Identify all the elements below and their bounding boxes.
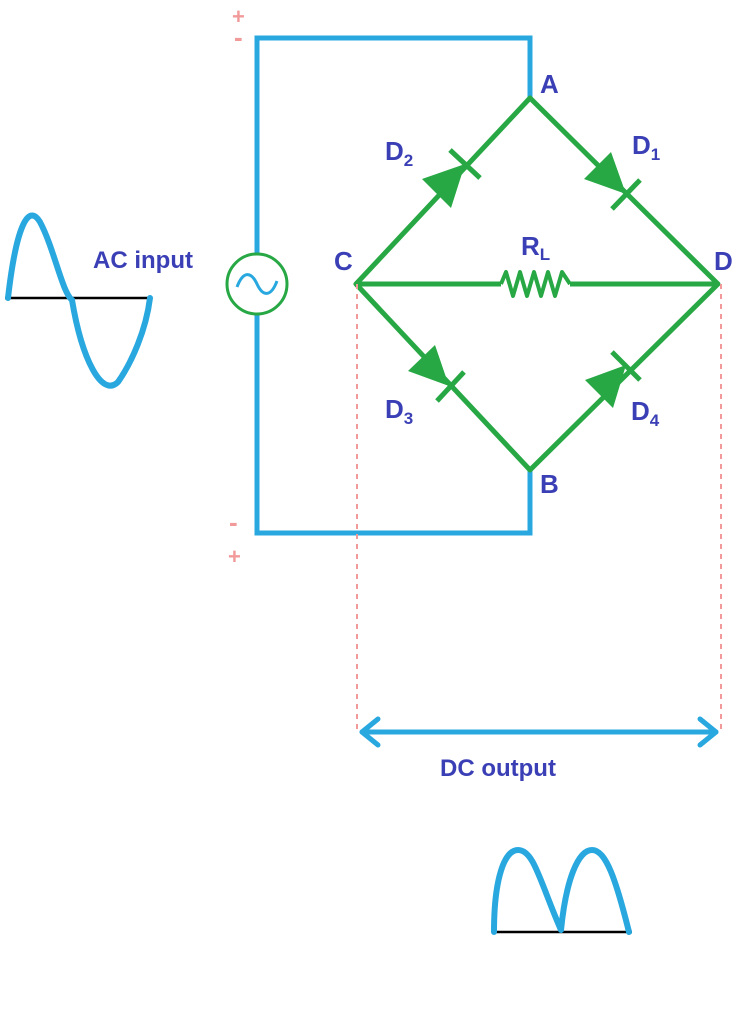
- diode-d4: [585, 350, 642, 408]
- d2-label: D2: [385, 136, 413, 170]
- bottom-wire: [254, 311, 533, 536]
- rl-label: RL: [521, 231, 550, 264]
- node-c-label: C: [334, 246, 353, 276]
- ac-source-icon: [225, 252, 289, 316]
- diode-d1-bar: [610, 178, 642, 211]
- bottom-minus-sign: -: [229, 507, 238, 537]
- source-wiring: [254, 35, 533, 536]
- d4-label: D4: [631, 396, 660, 430]
- bridge-outline: [353, 95, 721, 473]
- dc-output-arrow-left-head: [359, 716, 381, 748]
- top-minus-sign: -: [234, 22, 243, 52]
- output-rectified-wave: [491, 847, 632, 935]
- load-resistor-icon: [499, 270, 572, 298]
- diode-d3-bar: [435, 370, 466, 403]
- bottom-plus-sign: +: [228, 544, 241, 569]
- d3-label: D3: [385, 394, 413, 428]
- top-wire: [254, 35, 533, 255]
- diode-d2: [422, 148, 482, 208]
- diode-d2-arrow-icon: [422, 164, 465, 208]
- node-b-label: B: [540, 469, 559, 499]
- diode-d1: [584, 152, 642, 211]
- diode-d4-bar: [610, 350, 642, 382]
- dc-output-arrow-right-head: [697, 716, 719, 748]
- sine-wave-icon: [5, 212, 153, 389]
- diode-d3-arrow-icon: [408, 345, 449, 386]
- top-plus-sign: +: [232, 4, 245, 29]
- node-a-label: A: [540, 69, 559, 99]
- dc-output-arrow: [359, 716, 719, 748]
- d1-label: D1: [632, 130, 660, 164]
- ac-input-label: AC input: [93, 247, 193, 274]
- diode-bridge: [353, 95, 721, 473]
- node-d-label: D: [714, 246, 733, 276]
- diode-d2-bar: [448, 148, 482, 180]
- diode-d4-arrow-icon: [585, 365, 626, 408]
- dc-output-label: DC output: [440, 755, 556, 782]
- diode-d3: [408, 345, 466, 403]
- diode-d1-arrow-icon: [584, 152, 626, 194]
- input-sine-wave: [5, 212, 153, 389]
- output-guides: [356, 284, 722, 732]
- rectified-wave-icon: [491, 847, 632, 935]
